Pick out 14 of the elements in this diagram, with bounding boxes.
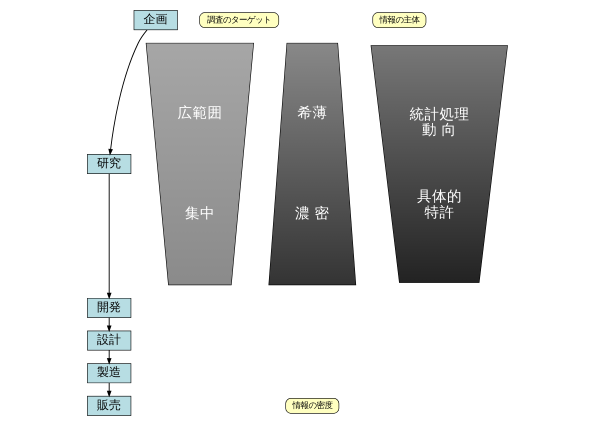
arrow — [108, 29, 148, 156]
arrow — [106, 350, 112, 365]
node-box: 製造 — [87, 363, 132, 384]
node-box: 調査のターゲット — [199, 12, 280, 28]
node-box: 販売 — [87, 396, 132, 416]
node-box: 情報の密度 — [285, 398, 340, 414]
node-box: 研究 — [87, 154, 132, 174]
node-box: 情報の主体 — [372, 12, 426, 28]
node-box: 企画 — [134, 10, 178, 30]
node-box: 開発 — [87, 298, 132, 318]
node-box: 設計 — [87, 330, 132, 351]
arrow — [106, 317, 112, 332]
arrow — [106, 382, 112, 398]
arrow — [106, 173, 112, 300]
